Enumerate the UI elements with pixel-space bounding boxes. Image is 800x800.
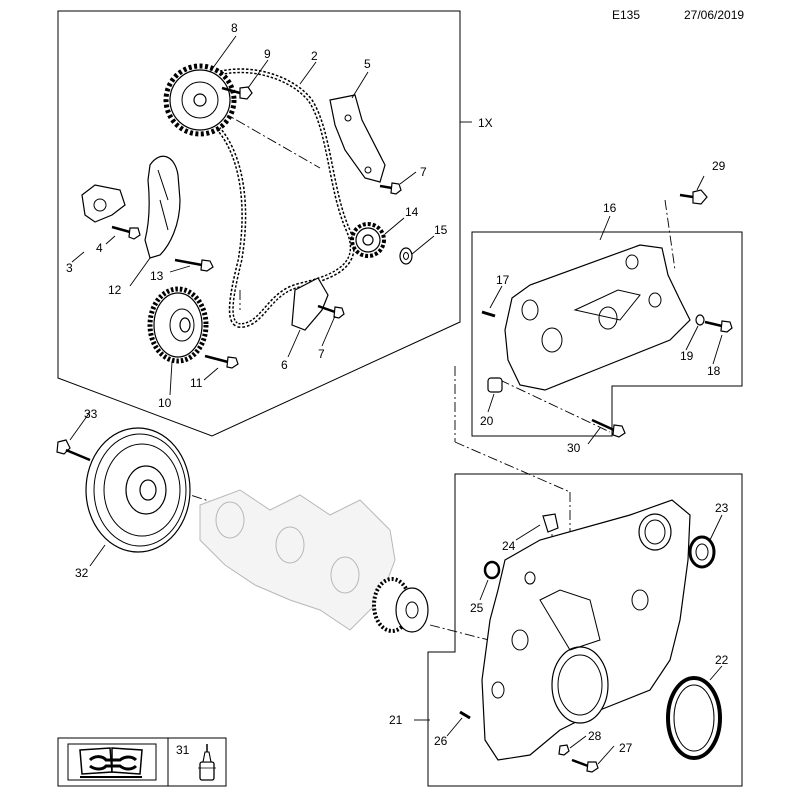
bolt-33 [56,439,91,462]
callout-10: 10 [158,396,172,410]
callout-14: 14 [405,205,419,219]
callout-31: 31 [176,743,190,757]
seal-23 [688,535,716,569]
bolt-9 [221,86,253,100]
tensioner-guide [144,155,181,259]
seal-25 [483,560,501,580]
callout-27: 27 [619,741,633,755]
diagram-code: E135 [612,8,641,22]
callout-29: 29 [712,159,726,173]
manual-book-icon [79,747,143,778]
stud-26 [459,710,471,720]
callout-20: 20 [480,414,494,428]
callout-13: 13 [150,269,164,283]
crankshaft-pulley [85,427,191,553]
timing-kit-frame [57,10,461,437]
callout-30: 30 [567,441,581,455]
tool-wrench-icon [88,755,138,771]
callout-21: 21 [389,713,403,727]
callout-3: 3 [66,261,73,275]
washer-19 [695,314,705,326]
bolt-28 [558,744,570,756]
legend-box [57,737,227,787]
plug-20 [487,377,503,393]
gasket-24 [542,513,559,533]
callout-7-lower: 7 [318,347,325,361]
crankshaft-gear [372,577,429,633]
callout-12: 12 [108,283,122,297]
bolt-11 [204,354,239,369]
callout-11: 11 [190,376,203,390]
bolt-18 [704,320,733,333]
camshaft-sprocket [163,63,237,137]
guide-rail-upper [329,94,386,183]
callout-2: 2 [311,49,318,63]
bolt-7-lower [317,304,345,319]
callout-23: 23 [715,501,729,515]
diagram-date: 27/06/2019 [684,8,745,22]
guide-rail-lower [291,277,329,331]
leader-lines [69,35,723,765]
callout-28: 28 [588,729,602,743]
crankshaft [199,489,396,631]
timing-chain [198,68,355,328]
front-cover-frame [427,473,743,787]
seal-ring-22 [666,676,722,760]
bolt-30 [591,418,626,438]
callout-5: 5 [364,57,371,71]
callout-8: 8 [231,21,238,35]
callout-22: 22 [715,653,729,667]
bolt-7-upper [379,182,402,195]
nut-15 [399,247,413,265]
callout-32: 32 [75,566,89,580]
callout-26: 26 [434,734,448,748]
callout-17: 17 [496,273,510,287]
bolt-29 [679,189,708,205]
callout-19: 19 [680,349,694,363]
callout-9: 9 [264,47,271,61]
callout-15: 15 [434,223,448,237]
callout-24: 24 [502,539,516,553]
callout-4: 4 [96,241,103,255]
upper-cover-frame [471,231,743,437]
chain-tensioner [81,184,126,223]
callout-18: 18 [707,364,721,378]
front-timing-cover [481,499,691,761]
callout-16: 16 [603,201,617,215]
callout-33: 33 [84,407,98,421]
sealant-bottle-icon [198,744,216,781]
bolt-13 [174,258,214,272]
callout-numbers: 2 3 4 5 6 7 7 8 9 10 11 12 13 14 15 16 1… [66,21,729,757]
callout-7-upper: 7 [420,165,427,179]
upper-timing-cover [504,244,691,391]
pump-sprocket [350,222,386,258]
callout-6: 6 [281,358,288,372]
group-label-1x: 1X [478,116,493,130]
crankshaft-sprocket [147,286,209,364]
bolt-27 [571,758,599,773]
stud-17 [481,310,496,318]
bolt-4 [111,225,141,240]
callout-25: 25 [470,601,484,615]
